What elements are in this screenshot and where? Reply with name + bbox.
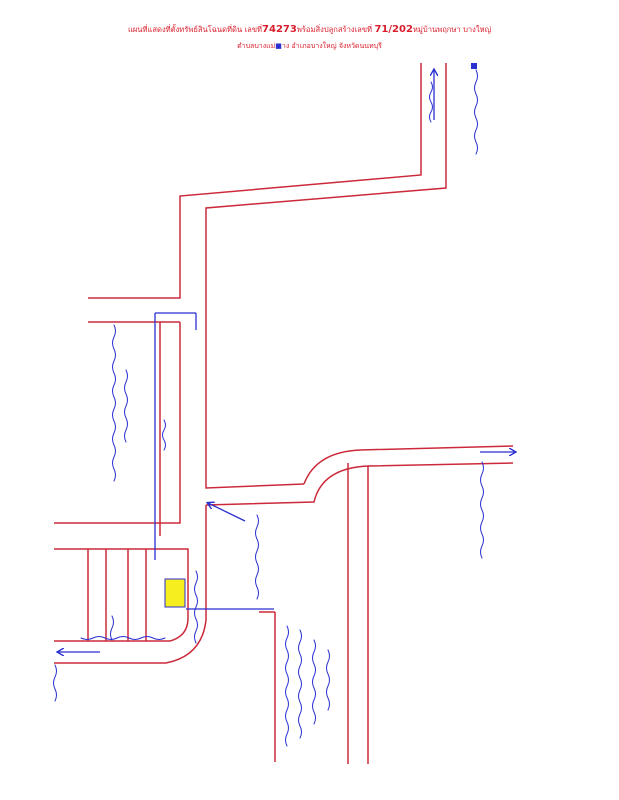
label-deed-1 <box>285 625 289 747</box>
label-north-road <box>474 69 478 155</box>
road-south-west <box>54 548 189 642</box>
route-lines <box>58 70 515 652</box>
label-left-road <box>112 324 116 482</box>
label-left-road-2 <box>124 369 128 443</box>
label-distance <box>162 419 166 451</box>
title-text-a: แผนที่แสดงที่ตั้งทรัพย์สินโฉนดที่ดิน เลข… <box>127 25 263 34</box>
road-label-arrow <box>208 503 246 522</box>
title-text-e: หมู่บ้านพฤกษา บางใหญ่ <box>412 25 492 34</box>
road-main-west <box>54 322 181 524</box>
road-north-left <box>88 63 422 299</box>
label-road-name <box>255 514 259 600</box>
label-parcel-side <box>194 570 198 644</box>
title-text-c: พร้อมสิ่งปลูกสร้างเลขที่ <box>296 25 373 34</box>
subject-parcel <box>164 578 186 608</box>
road-east-south <box>205 462 514 506</box>
label-bottom-road <box>80 636 166 640</box>
label-deed-3 <box>312 639 316 725</box>
legend-dot <box>471 63 477 69</box>
label-west-arrow <box>53 664 57 702</box>
title-text-sub-b: าง อำเภอบางใหญ่ จังหวัดนนทบุรี <box>281 42 382 50</box>
handwritten-labels <box>53 69 484 747</box>
road-east-north <box>303 445 514 485</box>
road-north-right <box>205 63 447 489</box>
label-deed-4 <box>326 649 330 711</box>
road-south-east <box>54 505 207 664</box>
map-title-line-1: แผนที่แสดงที่ตั้งทรัพย์สินโฉนดที่ดิน เลข… <box>0 24 619 36</box>
title-text-sub-a: ตำบลบางแม่ <box>237 42 276 50</box>
label-deed-2 <box>298 629 302 739</box>
road-network <box>54 63 514 764</box>
label-south-curve <box>110 615 114 641</box>
deed-number: 74273 <box>262 24 297 35</box>
map-title-line-2: ตำบลบางแม่■าง อำเภอบางใหญ่ จังหวัดนนทบุร… <box>0 41 619 52</box>
label-east-road <box>480 461 484 559</box>
title-dot: ■ <box>275 42 282 50</box>
house-number: 71/202 <box>374 24 413 35</box>
label-north-road-arrowtext <box>429 81 433 123</box>
